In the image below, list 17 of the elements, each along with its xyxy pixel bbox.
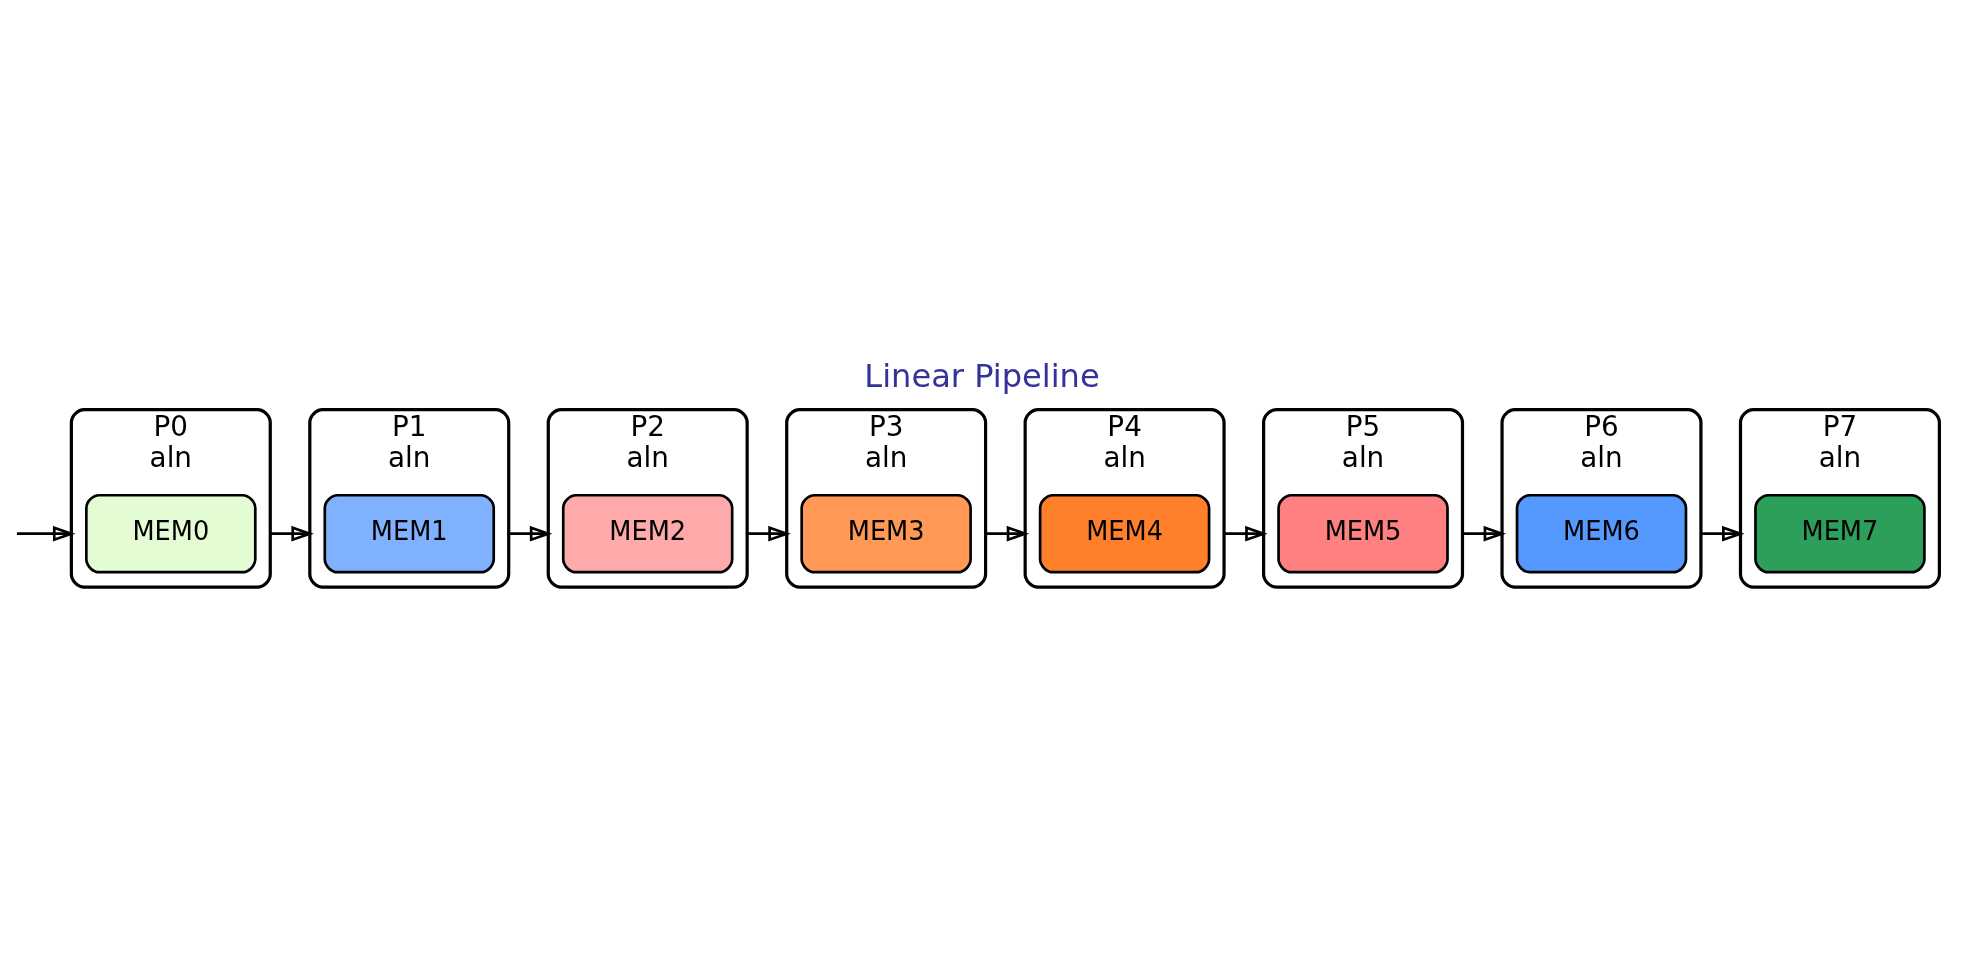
node-box: MEM6	[1515, 493, 1688, 574]
node-box: MEM5	[1277, 493, 1449, 574]
arrow	[1462, 525, 1507, 542]
arrow	[16, 525, 76, 542]
node-box: MEM7	[1754, 493, 1926, 574]
arrow	[1700, 525, 1745, 542]
arrow	[747, 525, 791, 542]
node-box: MEM4	[1038, 493, 1211, 574]
arrow	[270, 525, 314, 542]
node-box: MEM0	[85, 493, 257, 574]
arrow	[1224, 525, 1268, 542]
node-box: MEM1	[323, 493, 496, 574]
node-box: MEM2	[561, 493, 734, 574]
arrow	[985, 525, 1030, 542]
diagram-title: Linear Pipeline	[864, 357, 1100, 396]
arrow	[508, 525, 553, 542]
node-box: MEM3	[800, 493, 972, 574]
